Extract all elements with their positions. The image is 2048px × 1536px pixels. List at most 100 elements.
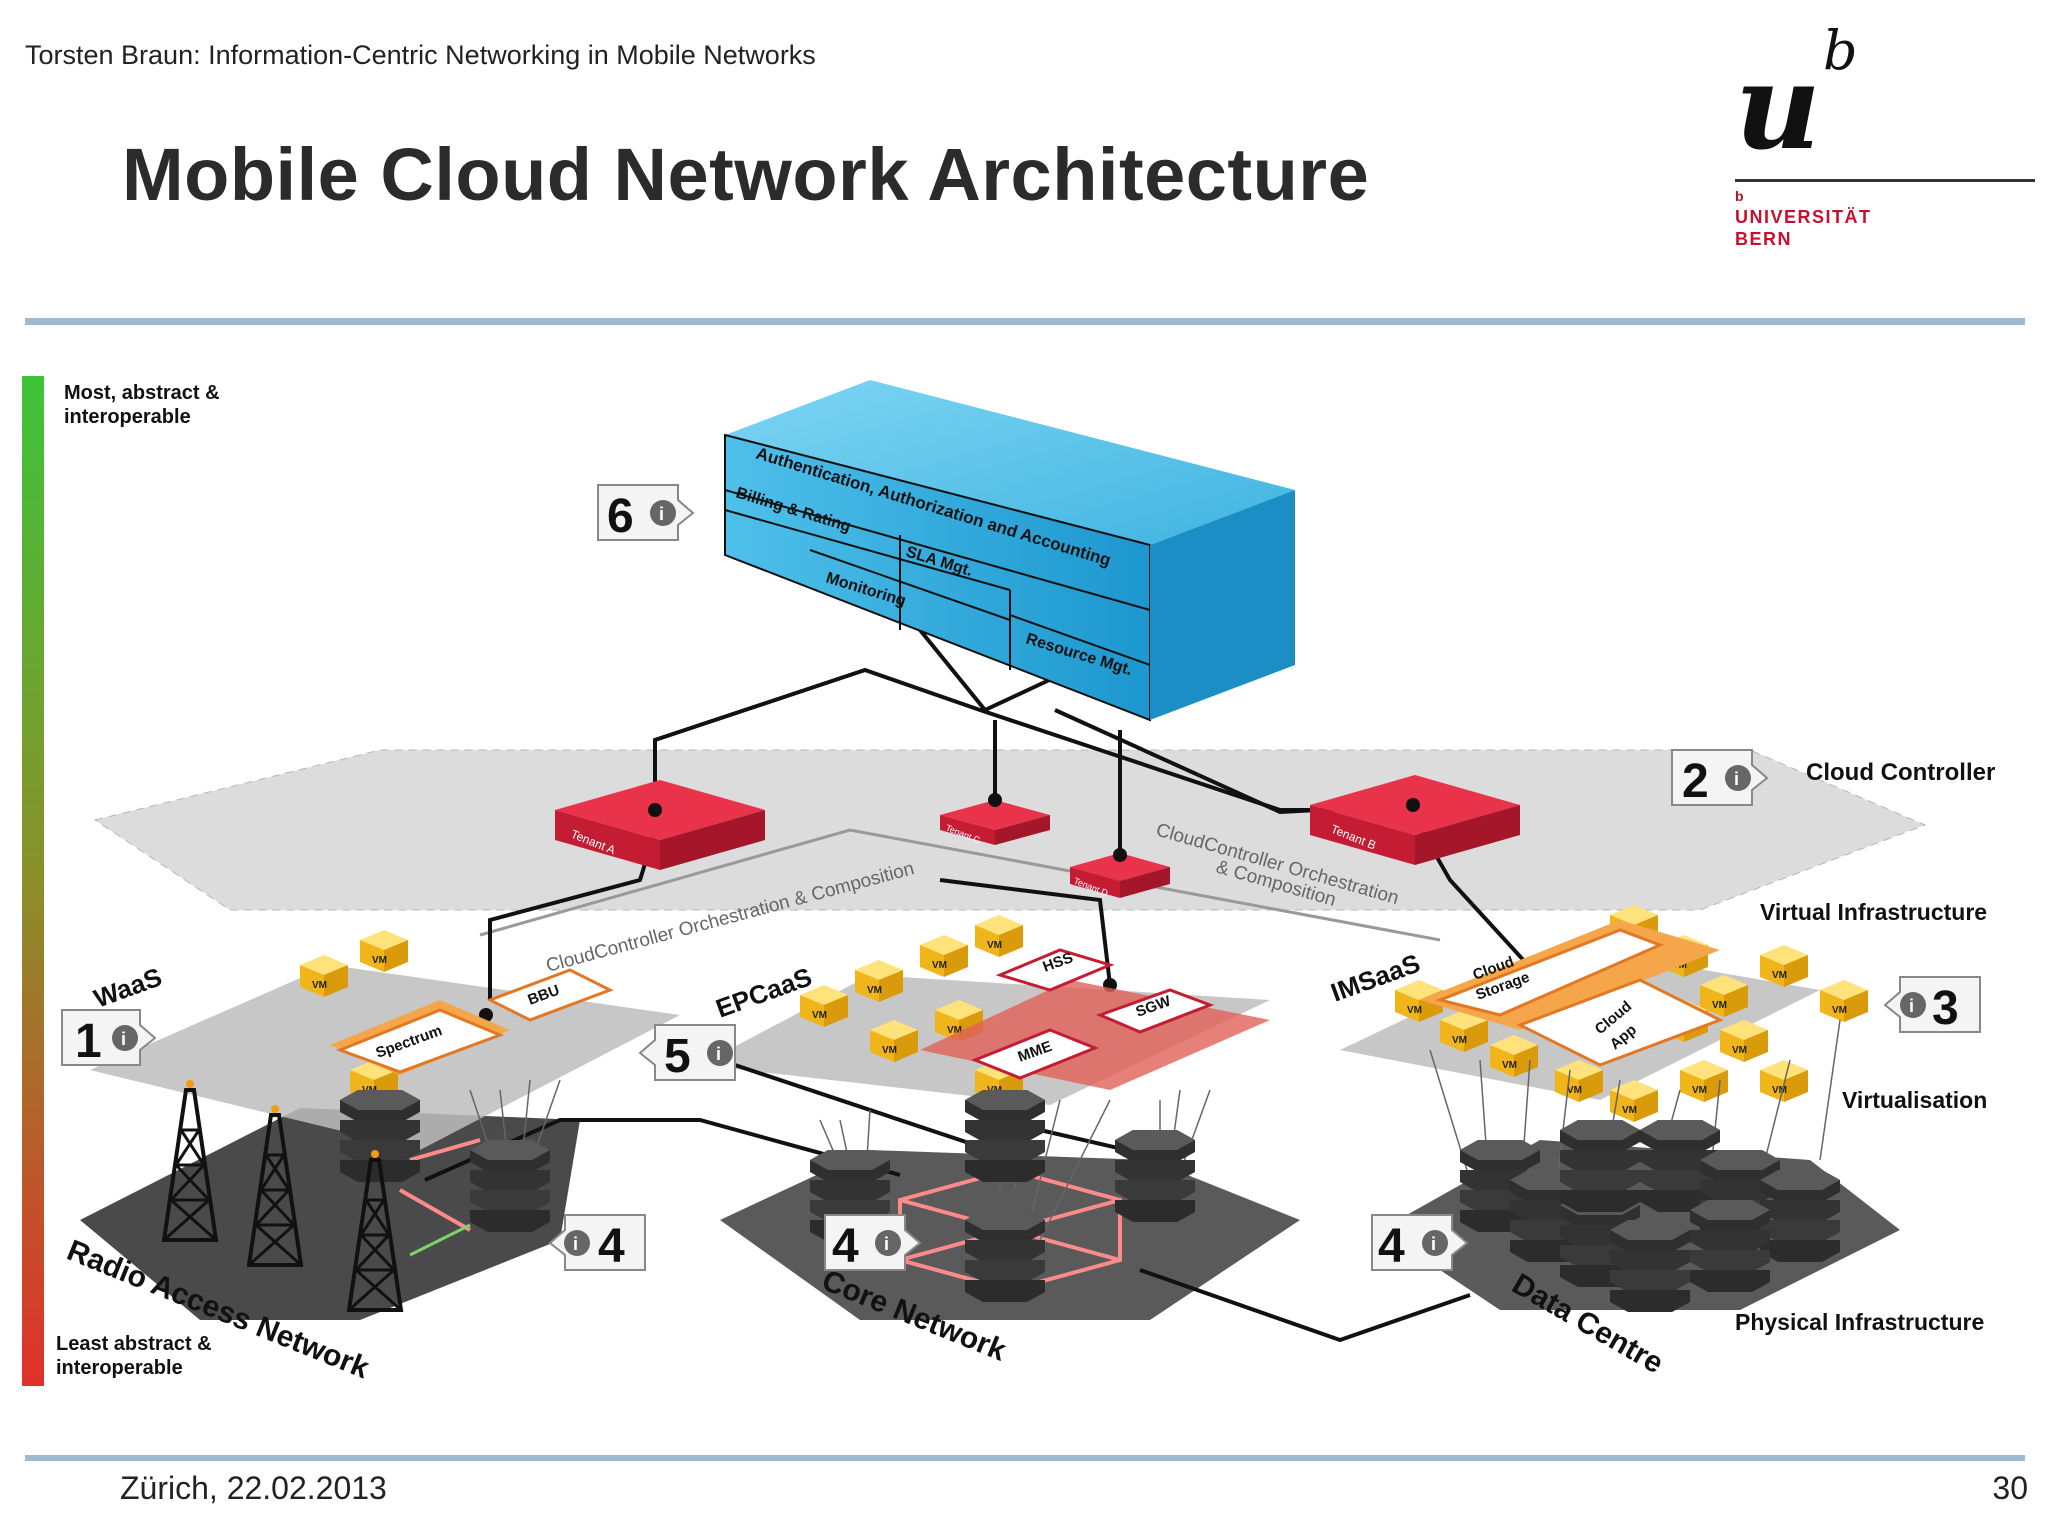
scale-top-label-1: Most, abstract &: [64, 382, 220, 404]
callout-1[interactable]: 1 i: [61, 1009, 157, 1068]
vm-label: VM: [987, 940, 1002, 951]
callout-6[interactable]: 6 i: [597, 484, 695, 543]
cloud-app-box: [1516, 978, 1724, 1067]
vm-label: VM: [372, 955, 387, 966]
bbu-box: [486, 968, 614, 1022]
info-icon-glyph: i: [1734, 769, 1739, 789]
server-rack: [1560, 1120, 1640, 1212]
callout-6-number: 6: [607, 490, 634, 543]
info-icon-glyph: i: [659, 504, 664, 524]
tenant-d: Tenant D: [1070, 853, 1170, 899]
logo-divider: [1735, 179, 2035, 182]
logo-b: b: [1823, 19, 1858, 82]
callout-4-ran[interactable]: i 4: [548, 1214, 646, 1273]
vm-label: VM: [867, 985, 882, 996]
slide-title: Mobile Cloud Network Architecture: [122, 133, 1370, 216]
server-rack: [1115, 1130, 1195, 1222]
callout-3-number: 3: [1932, 982, 1959, 1035]
server-rack: [470, 1140, 550, 1232]
waas-components: Spectrum BBU: [330, 968, 614, 1075]
server-rack: [1760, 1170, 1840, 1262]
info-icon: [650, 500, 676, 526]
epcaas-components: HSS SGW MME: [920, 948, 1270, 1090]
info-icon-glyph: i: [573, 1234, 578, 1254]
virtual-infrastructure-label: Virtual Infrastructure: [1760, 899, 1987, 925]
university-logo: u b b UNIVERSITÄT BERN: [1735, 18, 2035, 318]
vm-label: VM: [1832, 1005, 1847, 1016]
abstraction-gradient-bar: [22, 376, 44, 1386]
logo-small-b: b: [1735, 188, 1744, 204]
callout-5[interactable]: 5 i: [638, 1024, 736, 1083]
scale-top-label-2: interoperable: [64, 406, 191, 428]
top-rule: [25, 318, 2025, 325]
info-icon: [707, 1040, 733, 1066]
server-rack: [1610, 1220, 1690, 1312]
service-box-top: [725, 380, 1295, 545]
callout-4-core-number: 4: [832, 1220, 859, 1273]
waas-label: WaaS: [90, 962, 166, 1014]
vm-label: VM: [1712, 1000, 1727, 1011]
ran-green-link: [409, 1223, 471, 1257]
callout-4-ran-number: 4: [598, 1220, 625, 1273]
callout-2-number: 2: [1682, 755, 1709, 808]
vm-label: VM: [1407, 1005, 1422, 1016]
vm-label: VM: [1772, 970, 1787, 981]
vm-label: VM: [947, 1025, 962, 1036]
ran-links: [399, 1138, 481, 1232]
abstraction-scale: Most, abstract & interoperable Least abs…: [22, 376, 220, 1386]
scale-bottom-label-2: interoperable: [56, 1357, 183, 1379]
page-number: 30: [1992, 1470, 2028, 1506]
server-rack: [965, 1210, 1045, 1302]
info-icon-glyph: i: [1909, 996, 1914, 1016]
info-icon: [875, 1230, 901, 1256]
vm-label: VM: [882, 1045, 897, 1056]
service-box-side: [1150, 490, 1295, 720]
vm-label: VM: [1622, 1105, 1637, 1116]
vm-label: VM: [312, 980, 327, 991]
server-rack: [965, 1090, 1045, 1182]
physical-infrastructure-label: Physical Infrastructure: [1735, 1309, 1984, 1335]
vm-label: VM: [1692, 1085, 1707, 1096]
hss-box: [995, 948, 1115, 992]
vm-label: VM: [1732, 1045, 1747, 1056]
logo-university: UNIVERSITÄT: [1735, 207, 1872, 227]
scale-bottom-label-1: Least abstract &: [56, 1333, 212, 1355]
logo-u: u: [1735, 37, 1821, 176]
logo-university-text: UNIVERSITÄT BERN: [1735, 206, 1872, 250]
info-icon-glyph: i: [716, 1044, 721, 1064]
vm-label: VM: [1502, 1060, 1517, 1071]
vm-label: VM: [1452, 1035, 1467, 1046]
info-icon: [1900, 992, 1926, 1018]
orchestration-lines: [479, 828, 1441, 942]
info-icon: [1422, 1230, 1448, 1256]
architecture-diagram: Most, abstract & interoperable Least abs…: [22, 376, 1995, 1386]
vm-label: VM: [1567, 1085, 1582, 1096]
info-icon-glyph: i: [884, 1234, 889, 1254]
callout-4-core[interactable]: 4 i: [824, 1214, 922, 1273]
callout-1-number: 1: [75, 1015, 102, 1068]
service-management-box: Authentication, Authorization and Accoun…: [724, 380, 1295, 722]
bottom-rule: [25, 1455, 2025, 1461]
mme-box: [970, 1028, 1100, 1080]
vm-label: VM: [1772, 1085, 1787, 1096]
presenter-header: Torsten Braun: Information-Centric Netwo…: [25, 40, 816, 70]
sgw-box: [1095, 988, 1215, 1034]
callout-4-dc-number: 4: [1378, 1220, 1405, 1273]
virtualisation-label: Virtualisation: [1842, 1087, 1987, 1113]
info-icon-glyph: i: [1431, 1234, 1436, 1254]
callout-4-dc[interactable]: 4 i: [1371, 1214, 1469, 1273]
server-rack: [1690, 1200, 1770, 1292]
callout-5-number: 5: [664, 1030, 691, 1083]
spectrum-box: [335, 1008, 505, 1074]
vm-label: VM: [812, 1010, 827, 1021]
logo-city: BERN: [1735, 229, 1793, 249]
cloud-storage-box: [1435, 928, 1664, 1017]
info-icon-glyph: i: [121, 1029, 126, 1049]
info-icon: [112, 1025, 138, 1051]
vm-label: VM: [932, 960, 947, 971]
cloud-controller-label: Cloud Controller: [1806, 759, 1995, 786]
callout-3[interactable]: i 3: [1883, 976, 1981, 1035]
info-icon: [564, 1230, 590, 1256]
callout-2[interactable]: 2 i: [1671, 749, 1769, 808]
info-icon: [1725, 765, 1751, 791]
